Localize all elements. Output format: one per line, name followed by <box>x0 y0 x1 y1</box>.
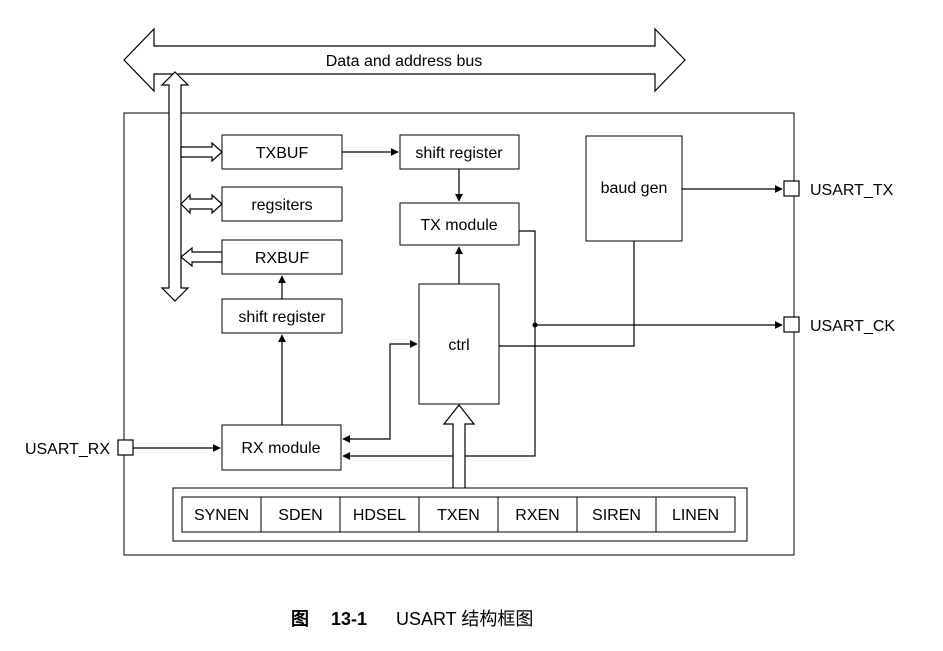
bus-registers-arrow <box>180 193 223 215</box>
control-bit-label: HDSEL <box>353 507 406 524</box>
vertical-bus-arrow <box>160 71 190 302</box>
usart-rx-label: USART_RX <box>25 441 110 458</box>
control-bit-cell <box>576 496 657 533</box>
txbuf-label: TXBUF <box>256 145 309 162</box>
control-bit-cell <box>339 496 420 533</box>
rx-shift-register-block: shift register <box>221 298 343 334</box>
control-bit-sden: SDEN <box>260 496 341 533</box>
caption-figure-word: 图 <box>291 609 309 629</box>
baud-gen-block: baud gen <box>585 135 683 242</box>
rx-module-label: RX module <box>241 440 320 457</box>
rx-module-block: RX module <box>221 424 342 471</box>
registers-block: regsiters <box>221 186 343 222</box>
control-bit-label: LINEN <box>672 507 719 524</box>
caption-figure-number: 13-1 <box>331 609 367 629</box>
bus-label: Data and address bus <box>326 53 483 70</box>
rx-shift-register-label: shift register <box>238 309 326 326</box>
control-bit-cell <box>655 496 736 533</box>
ctrl-block: ctrl <box>418 283 500 405</box>
control-bit-linen: LINEN <box>655 496 736 533</box>
control-bit-label: SYNEN <box>194 507 249 524</box>
rxbuf-label: RXBUF <box>255 250 309 267</box>
ctrl-label: ctrl <box>448 337 469 354</box>
usart-tx-pin <box>783 180 800 197</box>
control-bit-rxen: RXEN <box>497 496 578 533</box>
tx-shift-register-block: shift register <box>399 134 520 170</box>
control-bit-cell <box>181 496 262 533</box>
data-address-bus-arrow <box>123 27 686 93</box>
registers-label: regsiters <box>251 197 312 214</box>
rxbuf-block: RXBUF <box>221 239 343 275</box>
control-bit-hdsel: HDSEL <box>339 496 420 533</box>
usart-tx-label: USART_TX <box>810 182 894 199</box>
control-register-to-ctrl-arrow <box>442 404 476 488</box>
control-bit-label: SIREN <box>592 507 641 524</box>
tx-module-label: TX module <box>420 217 497 234</box>
txbuf-block: TXBUF <box>221 134 343 170</box>
control-bit-label: SDEN <box>278 507 322 524</box>
baud-gen-label: baud gen <box>601 180 668 197</box>
rxbuf-to-bus-arrow <box>180 246 223 268</box>
control-bit-fields: SYNEN SDEN HDSEL TXEN RXEN SIREN LINEN <box>181 496 736 533</box>
control-bit-cell <box>497 496 578 533</box>
tx-module-block: TX module <box>399 202 520 246</box>
usart-ck-pin <box>783 316 800 333</box>
control-bit-label: TXEN <box>437 507 480 524</box>
usart-ck-label: USART_CK <box>810 318 895 335</box>
control-bit-txen: TXEN <box>418 496 499 533</box>
usart-rx-pin <box>117 439 134 456</box>
bus-to-txbuf-arrow <box>180 141 223 163</box>
tx-module-to-rx-module-wire <box>342 230 536 460</box>
control-bit-siren: SIREN <box>576 496 657 533</box>
tx-shift-register-label: shift register <box>415 145 503 162</box>
ck-junction-dot <box>532 322 538 328</box>
control-bit-label: RXEN <box>515 507 559 524</box>
ctrl-rx-module-wire <box>342 340 418 443</box>
control-bit-synen: SYNEN <box>181 496 262 533</box>
ctrl-to-baud-gen-wire <box>499 241 635 347</box>
caption-title: USART 结构框图 <box>396 609 533 629</box>
control-bit-cell <box>418 496 499 533</box>
control-bit-cell <box>260 496 341 533</box>
usart-frame <box>123 112 795 556</box>
figure-caption: 图 13-1 USART 结构框图 <box>291 609 533 629</box>
